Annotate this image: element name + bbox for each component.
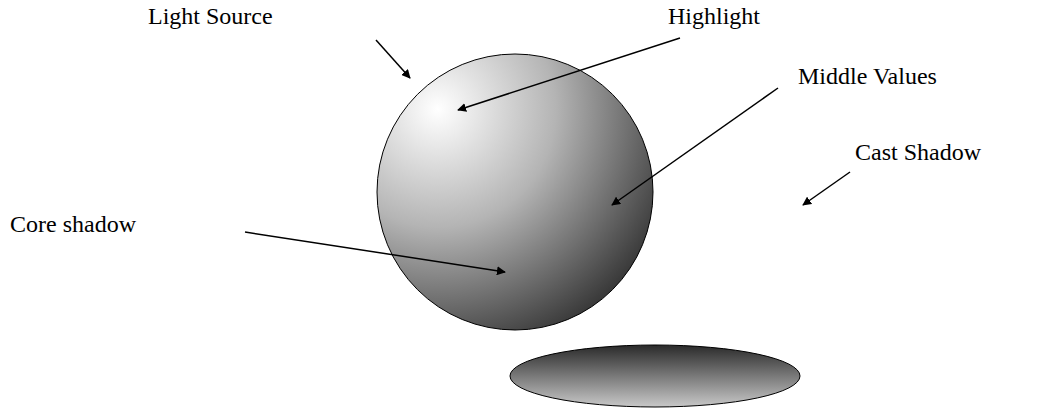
part-label: Core shadow (10, 210, 136, 238)
leader-line (458, 38, 680, 110)
part-label: Light Source (148, 2, 273, 30)
sphere (377, 54, 653, 330)
part-label: Middle Values (798, 62, 937, 90)
leader-line (245, 232, 505, 272)
part-label: Cast Shadow (855, 138, 981, 166)
part-label: Highlight (668, 2, 760, 30)
leader-line (612, 88, 778, 205)
cast-shadow-shape (510, 345, 800, 407)
leader-line (376, 40, 410, 78)
leader-line (803, 172, 850, 205)
